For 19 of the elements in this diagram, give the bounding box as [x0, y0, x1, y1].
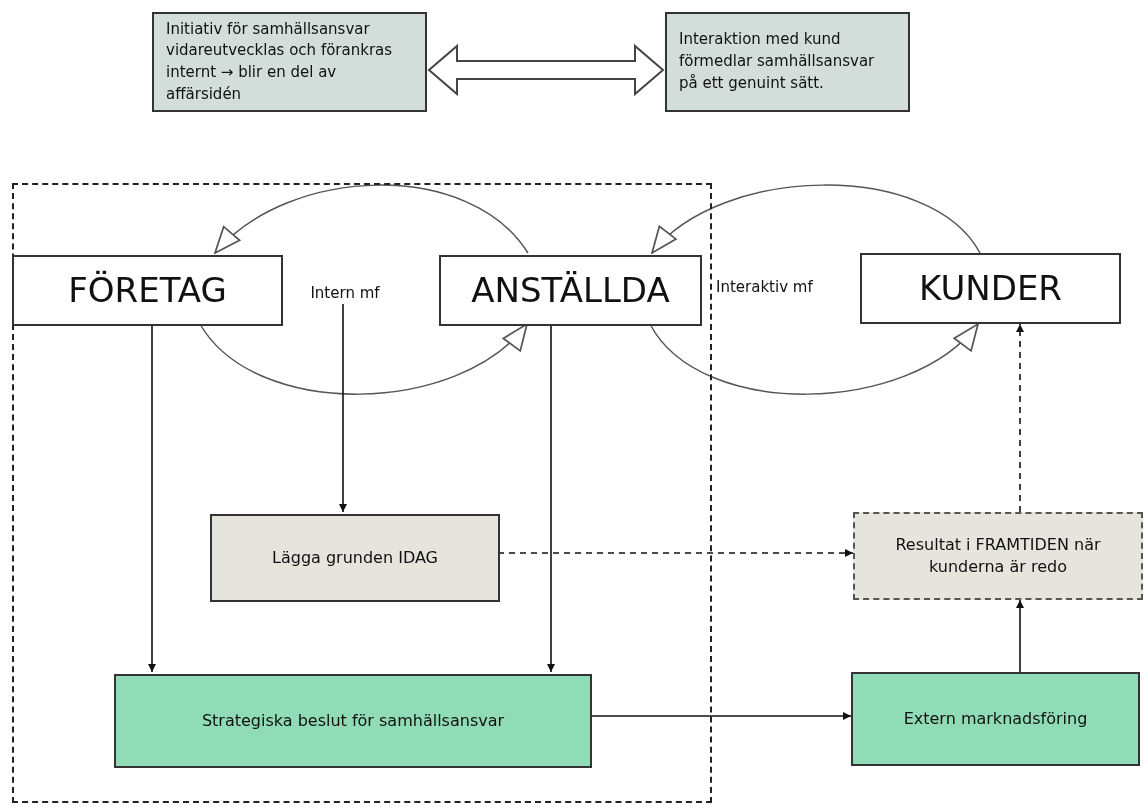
actor-box: ANSTÄLLDA: [439, 255, 702, 326]
process-box: Strategiska beslut för samhällsansvar: [114, 674, 592, 768]
arrow: [1016, 599, 1024, 673]
double-block-arrow: [427, 43, 665, 97]
actor-box: FÖRETAG: [12, 255, 283, 326]
curved-arrow: [214, 184, 529, 254]
dashed-group-frame: [12, 183, 712, 803]
flow-label: Intern mf: [298, 280, 392, 306]
process-box: Lägga grunden IDAG: [210, 514, 500, 602]
flow-label: Interaktiv mf: [716, 278, 813, 296]
actor-box: KUNDER: [860, 253, 1121, 324]
arrow: [339, 303, 347, 513]
arrow: [1016, 323, 1024, 513]
process-box: Extern marknadsföring: [851, 672, 1140, 766]
curved-arrow: [651, 184, 981, 254]
info-box: Interaktion med kund förmedlar samhällsansvar på ett genuint sätt.: [665, 12, 910, 112]
info-box: Initiativ för samhällsansvar vidareutvecklas och förankras internt → blir en del av affärsidén: [152, 12, 427, 112]
result-box: Resultat i FRAMTIDEN när kunderna är redo: [853, 512, 1143, 600]
curved-arrow: [649, 323, 979, 395]
